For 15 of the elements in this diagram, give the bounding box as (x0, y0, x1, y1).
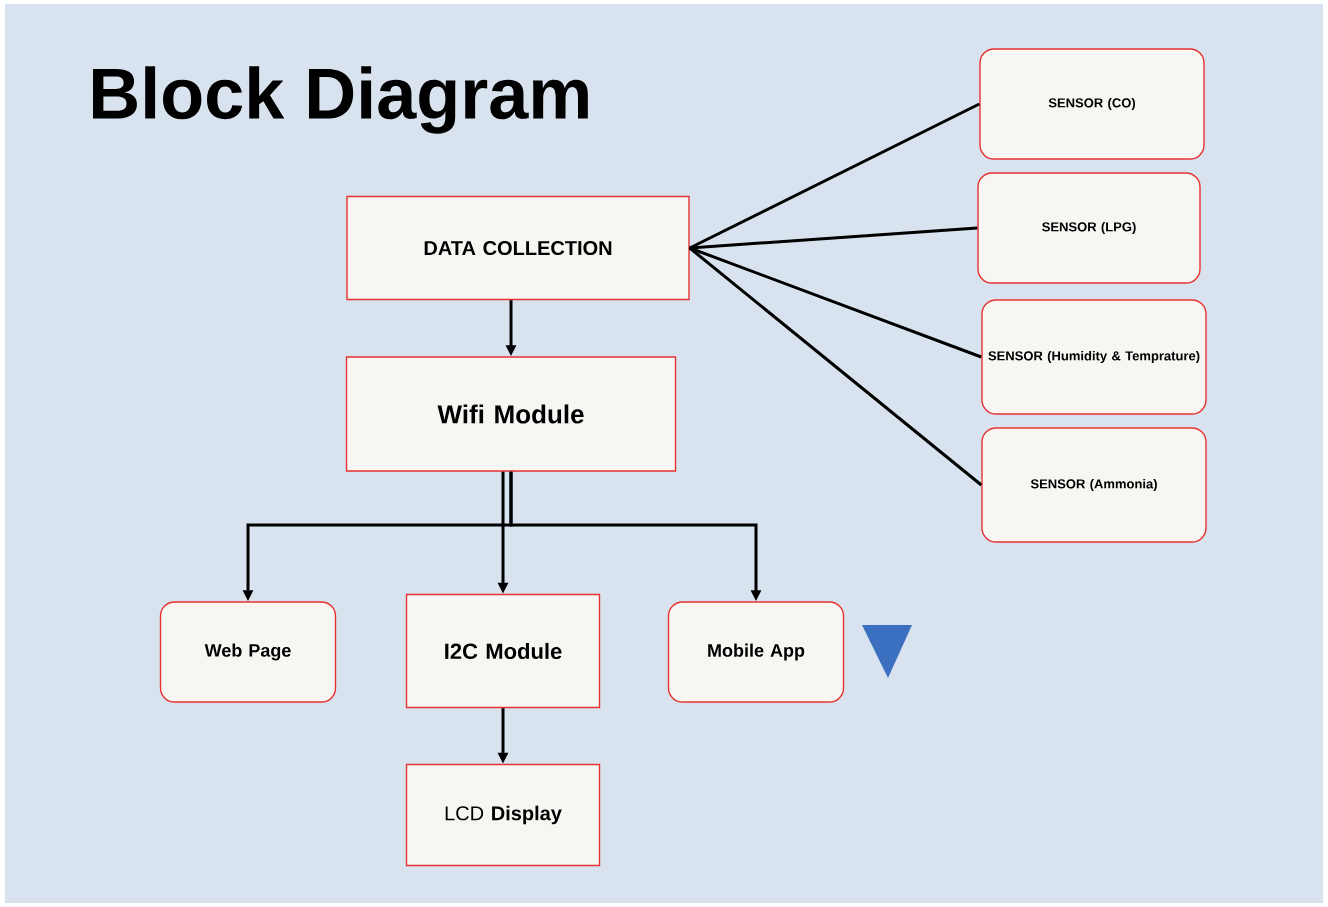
title: Block Diagram (93, 66, 588, 134)
rounded-box: SENSOR (Humidity & Temprature) (981, 299, 1207, 415)
process-box: I2C Module (405, 593, 601, 709)
connector (689, 226, 978, 250)
process-box: DATA COLLECTION (346, 195, 690, 301)
connector (689, 246, 982, 359)
rounded-box: Web Page (159, 601, 337, 703)
rounded-box: SENSOR (Ammonia) (981, 427, 1207, 543)
process-box: Wifi Module (345, 356, 677, 472)
rounded-box: SENSOR (CO) (979, 48, 1205, 160)
rounded-box: Mobile App (667, 601, 845, 703)
rounded-box: SENSOR (LPG) (977, 172, 1201, 284)
process-box: LCD Display (405, 763, 601, 867)
connector (688, 246, 983, 487)
connector (689, 102, 980, 250)
